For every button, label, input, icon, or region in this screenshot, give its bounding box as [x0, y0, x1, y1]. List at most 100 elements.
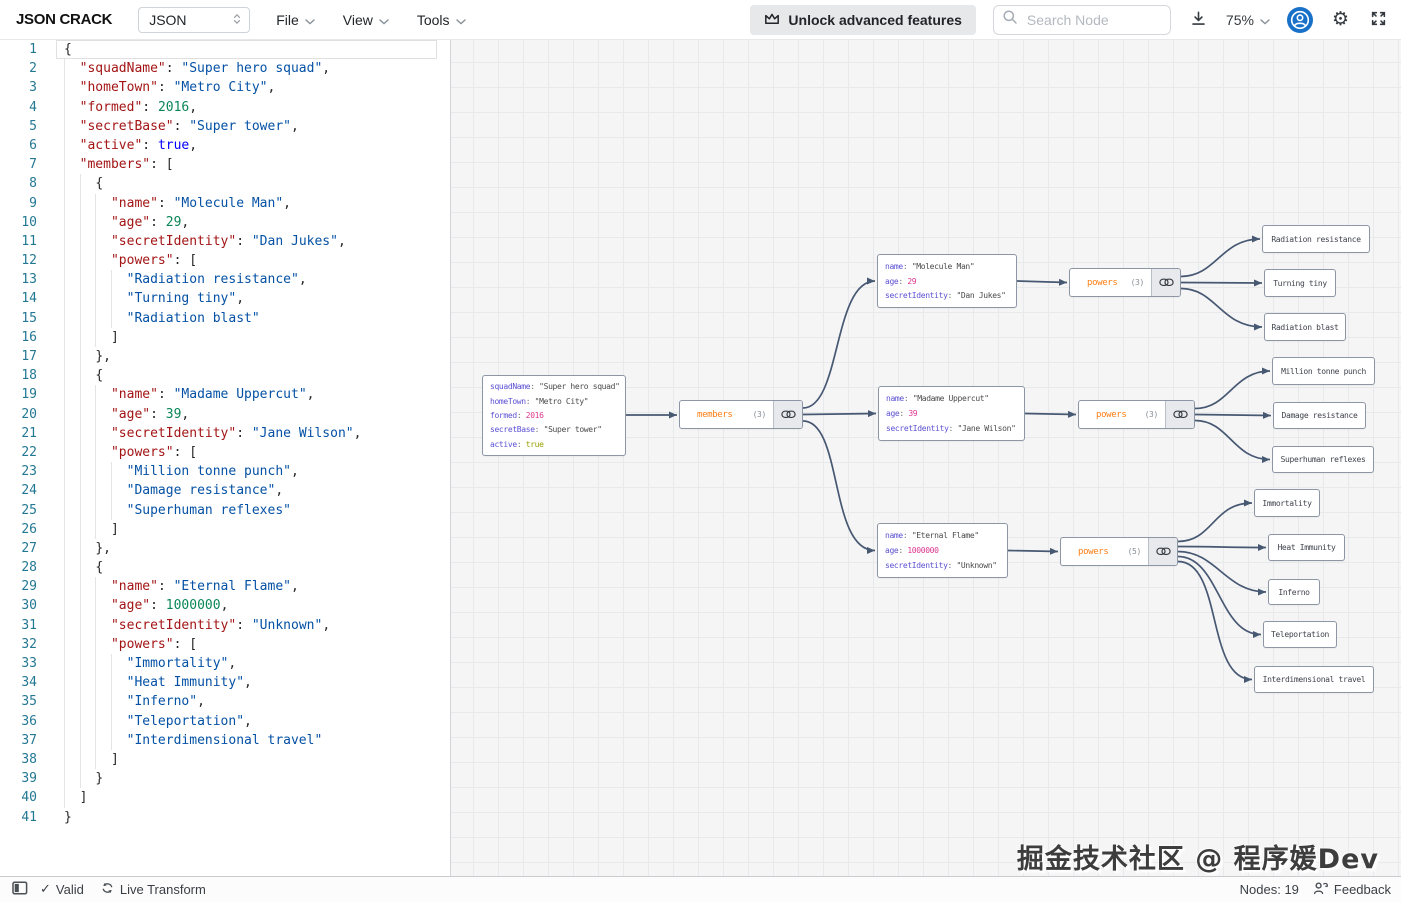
graph-node-powers-1[interactable]: powers(3) [1069, 268, 1181, 297]
graph-node-powers-2[interactable]: powers(3) [1078, 400, 1195, 429]
indent-guide [79, 673, 81, 693]
format-select[interactable]: JSON [138, 6, 251, 33]
link-icon[interactable] [1148, 538, 1177, 565]
line-number: 15 [21, 310, 37, 326]
indent-guide [64, 327, 65, 347]
editor-line[interactable]: 11 "secretIdentity": "Dan Jukes", [0, 231, 450, 252]
editor-line[interactable]: 5 "secretBase": "Super tower", [0, 116, 450, 136]
unlock-advanced-features-button[interactable]: Unlock advanced features [750, 4, 976, 35]
main-area: 1{2 "squadName": "Super hero squad",3 "h… [0, 40, 1401, 876]
editor-line[interactable]: 7 "members": [ [0, 155, 450, 175]
code-line: "name": "Molecule Man", [56, 193, 437, 213]
editor-line[interactable]: 17 }, [0, 347, 450, 367]
search-node-input[interactable] [1024, 10, 1162, 29]
graph-node-members[interactable]: members(3) [679, 400, 803, 429]
editor-line[interactable]: 9 "name": "Molecule Man", [0, 193, 450, 213]
settings-gear-icon[interactable]: ⚙ [1331, 8, 1349, 30]
editor-line[interactable]: 23 "Million tonne punch", [0, 462, 450, 482]
editor-line[interactable]: 13 "Radiation resistance", [0, 270, 450, 290]
editor-line[interactable]: 6 "active": true, [0, 135, 450, 156]
editor-line[interactable]: 24 "Damage resistance", [0, 481, 450, 501]
graph-node-leaf-radiation-resistance[interactable]: Radiation resistance [1262, 225, 1370, 253]
app-logo[interactable]: JSON CRACK [16, 11, 113, 28]
editor-line[interactable]: 32 "powers": [ [0, 634, 450, 654]
indent-guide [64, 423, 65, 443]
editor-line[interactable]: 18 { [0, 366, 450, 386]
link-icon[interactable] [773, 401, 802, 428]
editor-line[interactable]: 36 "Teleportation", [0, 711, 450, 731]
graph-node-leaf-immortality[interactable]: Immortality [1254, 489, 1320, 517]
editor-line[interactable]: 38 ] [0, 749, 450, 770]
graph-node-leaf-turning-tiny[interactable]: Turning tiny [1264, 269, 1336, 297]
editor-line[interactable]: 4 "formed": 2016, [0, 97, 450, 117]
editor-line[interactable]: 31 "secretIdentity": "Unknown", [0, 615, 450, 635]
graph-node-leaf-million-tonne-punch[interactable]: Million tonne punch [1272, 357, 1375, 385]
editor-line[interactable]: 26 ] [0, 519, 450, 539]
editor-line[interactable]: 14 "Turning tiny", [0, 289, 450, 309]
editor-line[interactable]: 34 "Heat Immunity", [0, 673, 450, 693]
indent-guide [110, 692, 112, 712]
graph-node-leaf-teleportation[interactable]: Teleportation [1263, 621, 1337, 648]
editor-line[interactable]: 15 "Radiation blast" [0, 308, 450, 328]
graph-node-leaf-inferno[interactable]: Inferno [1268, 579, 1320, 605]
graph-node-leaf-interdimensional-travel[interactable]: Interdimensional travel [1254, 666, 1374, 693]
node-value: "Eternal Flame" [911, 531, 979, 540]
editor-line[interactable]: 29 "name": "Eternal Flame", [0, 577, 450, 597]
graph-node-powers-3[interactable]: powers(5) [1060, 537, 1178, 566]
editor-line[interactable]: 39 } [0, 769, 450, 789]
account-avatar[interactable] [1286, 6, 1313, 33]
indent-guide [95, 442, 97, 463]
search-icon [1002, 9, 1018, 30]
node-row: active: true [490, 439, 544, 449]
json-editor[interactable]: 1{2 "squadName": "Super hero squad",3 "h… [0, 40, 450, 876]
editor-line[interactable]: 33 "Immortality", [0, 654, 450, 674]
editor-line[interactable]: 40 ] [0, 788, 450, 808]
menu-file[interactable]: File [276, 12, 315, 28]
fullscreen-button[interactable] [1368, 8, 1389, 32]
editor-line[interactable]: 20 "age": 39, [0, 404, 450, 424]
indent-guide [64, 788, 65, 808]
zoom-control[interactable]: 75% [1226, 12, 1270, 28]
menu-view[interactable]: View [343, 12, 389, 28]
editor-line[interactable]: 1{ [0, 40, 450, 60]
feedback-button[interactable]: Feedback [1313, 881, 1391, 898]
graph-node-leaf-superhuman-reflexes[interactable]: Superhuman reflexes [1272, 446, 1374, 473]
download-button[interactable] [1188, 8, 1209, 32]
editor-line[interactable]: 25 "Superhuman reflexes" [0, 500, 450, 520]
editor-line[interactable]: 3 "homeTown": "Metro City", [0, 78, 450, 98]
link-icon[interactable] [1151, 269, 1180, 296]
editor-line[interactable]: 27 }, [0, 538, 450, 559]
graph-node-leaf-radiation-blast[interactable]: Radiation blast [1264, 313, 1346, 341]
node-row: squadName: "Super hero squad" [490, 382, 620, 392]
menu-tools[interactable]: Tools [417, 12, 466, 28]
graph-node-leaf-damage-resistance[interactable]: Damage resistance [1273, 402, 1366, 429]
editor-line[interactable]: 2 "squadName": "Super hero squad", [0, 59, 450, 79]
editor-line[interactable]: 41} [0, 808, 450, 827]
editor-line[interactable]: 12 "powers": [ [0, 251, 450, 271]
editor-line[interactable]: 8 { [0, 174, 450, 194]
editor-line[interactable]: 35 "Inferno", [0, 692, 450, 712]
editor-line[interactable]: 30 "age": 1000000, [0, 596, 450, 616]
node-row: name: "Eternal Flame" [885, 531, 979, 540]
toggle-panel-button[interactable] [10, 879, 30, 900]
indent-guide [64, 558, 65, 578]
live-transform-toggle[interactable]: Live Transform [100, 881, 206, 898]
editor-line[interactable]: 28 { [0, 558, 450, 578]
link-icon[interactable] [1165, 401, 1194, 428]
editor-line[interactable]: 16 ] [0, 327, 450, 347]
code-line: "secretBase": "Super tower", [56, 116, 437, 136]
editor-line[interactable]: 22 "powers": [ [0, 442, 450, 463]
graph-canvas[interactable]: squadName: "Super hero squad"homeTown: "… [450, 40, 1401, 876]
node-row: secretBase: "Super tower" [490, 425, 602, 435]
editor-line[interactable]: 19 "name": "Madame Uppercut", [0, 385, 450, 405]
search-node-box[interactable] [992, 4, 1171, 35]
graph-node-leaf-heat-immunity[interactable]: Heat Immunity [1268, 534, 1345, 561]
graph-node-root[interactable]: squadName: "Super hero squad"homeTown: "… [482, 375, 626, 456]
editor-line[interactable]: 10 "age": 29, [0, 212, 450, 232]
editor-line[interactable]: 21 "secretIdentity": "Jane Wilson", [0, 423, 450, 443]
editor-line[interactable]: 37 "Interdimensional travel" [0, 730, 450, 750]
node-value: "Metro City" [534, 396, 589, 406]
